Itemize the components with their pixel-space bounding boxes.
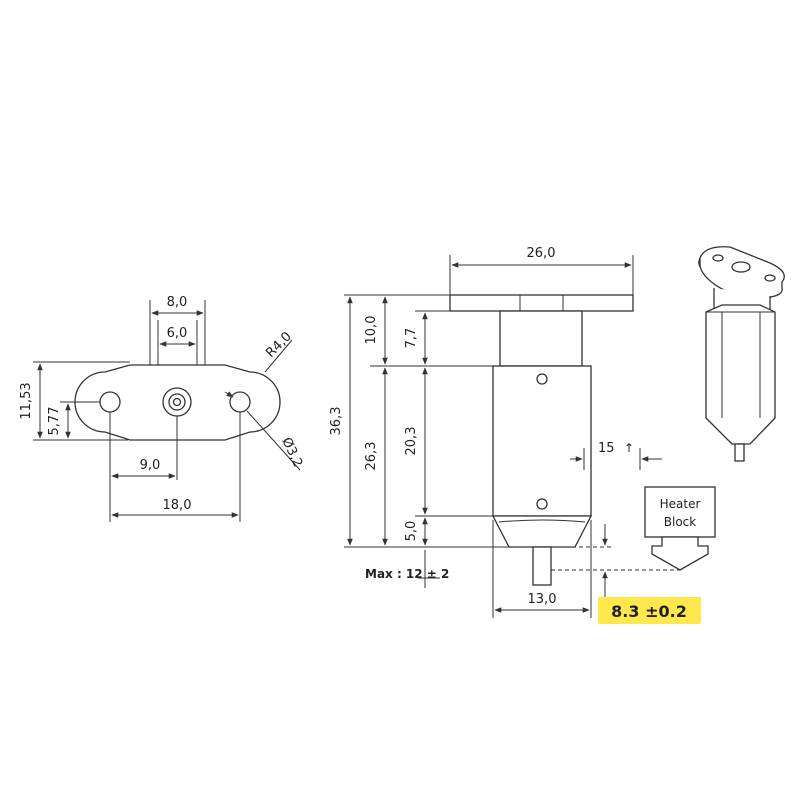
dim-neck-height: 7,7 [404, 328, 419, 349]
sensor-3d-view [698, 246, 785, 462]
dim-hole-diameter: Ø3,2 [278, 435, 305, 469]
dim-body-height: 26,3 [364, 442, 379, 471]
mount-hole-right [229, 391, 251, 413]
dim-tip-height: 5,0 [404, 521, 419, 542]
mount-plate-view: 8,0 6,0 R4,0 11,53 5,77 9,0 18,0 Ø3,2 [19, 295, 305, 522]
heater-block-label-line1: Heater [660, 497, 701, 511]
dim-top-inner: 6,0 [167, 326, 188, 341]
dim-half-span: 9,0 [140, 458, 161, 473]
mount-hole-left [99, 391, 121, 413]
dim-bottom-width: 13,0 [528, 592, 557, 607]
dim-width-top: 26,0 [527, 246, 556, 261]
sensor-screw-top [536, 373, 548, 385]
sensor-side-view: 26,0 36,3 10,0 26,3 7,7 20,3 5,0 Max : 1… [329, 246, 701, 624]
sensor-top-plate [449, 294, 634, 312]
sensor-probe-pin [532, 546, 552, 586]
sensor-neck [499, 310, 583, 367]
heater-block-view: Heater Block [644, 486, 716, 571]
nozzle [651, 536, 709, 571]
dim-total-height: 36,3 [329, 407, 344, 436]
heater-block-box [644, 486, 716, 538]
nozzle-offset-highlight [598, 597, 701, 624]
dim-full-span: 18,0 [163, 498, 192, 513]
sensor-tip [491, 515, 593, 548]
nozzle-offset-label: 8.3 ±0.2 [611, 602, 687, 621]
dim-top-outer: 8,0 [167, 295, 188, 310]
dim-body-inner: 20,3 [404, 427, 419, 456]
heater-block-label-line2: Block [664, 515, 697, 529]
sensor-body [492, 365, 592, 517]
dim-height-half: 5,77 [47, 407, 62, 436]
mount-center-pin [172, 397, 182, 407]
dim-height-total: 11,53 [19, 382, 34, 419]
max-travel-label: Max : 12 ± 2 [365, 567, 449, 581]
dim-upper-height: 10,0 [364, 316, 379, 345]
sensor-screw-bottom [536, 498, 548, 510]
dim-side-offset: 15 [598, 441, 615, 456]
up-arrow-icon: ↑ [624, 441, 634, 455]
